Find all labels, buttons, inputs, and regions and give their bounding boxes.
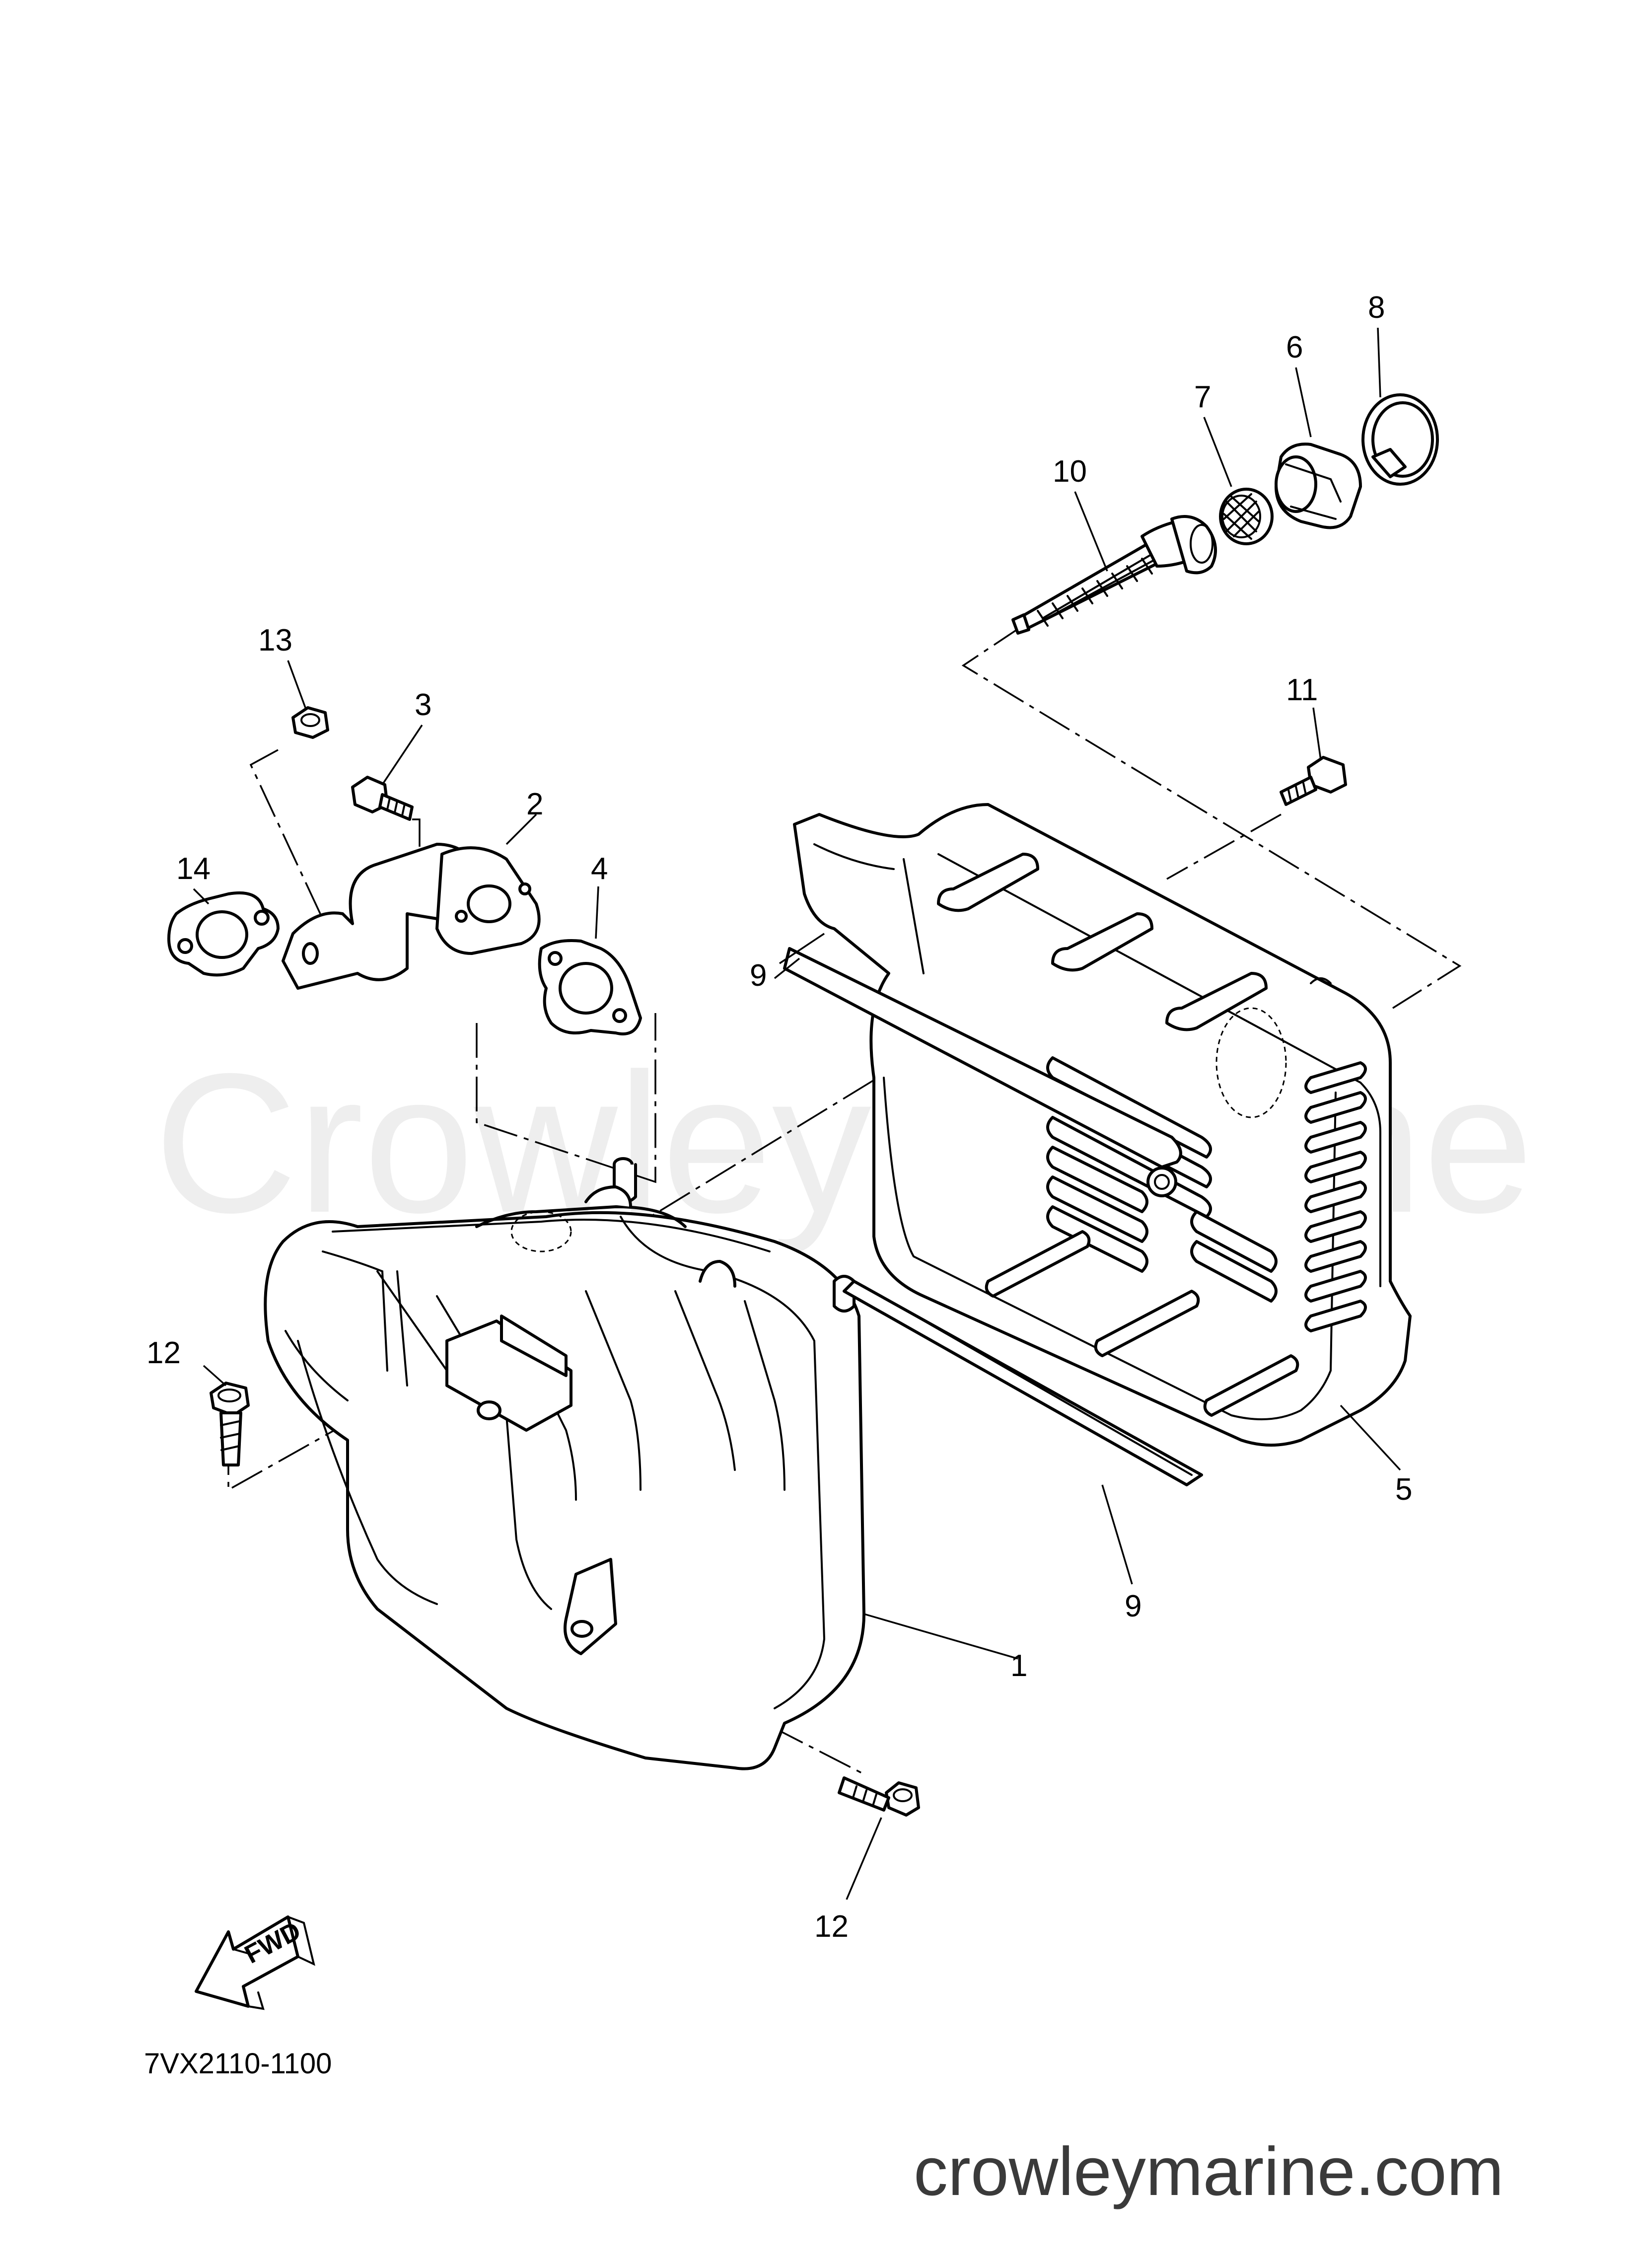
callout-1[interactable]: 1 — [1010, 1649, 1027, 1683]
diagram-code: 7VX2110-1100 — [144, 2048, 332, 2080]
callout-9-upper[interactable]: 9 — [750, 958, 767, 993]
callout-6[interactable]: 6 — [1286, 330, 1303, 365]
callout-4[interactable]: 4 — [591, 852, 608, 886]
callout-10[interactable]: 10 — [1053, 454, 1087, 489]
part-11-bolt — [1280, 756, 1347, 806]
callout-11[interactable]: 11 — [1286, 673, 1318, 707]
fwd-arrow-icon: FWD — [195, 1915, 315, 2010]
part-8-clamp — [1361, 393, 1439, 486]
part-4-gasket — [538, 939, 642, 1035]
callout-14[interactable]: 14 — [176, 852, 211, 886]
callout-8[interactable]: 8 — [1368, 291, 1385, 325]
callout-12-lower[interactable]: 12 — [814, 1909, 849, 1944]
callout-13[interactable]: 13 — [258, 623, 292, 658]
part-3-bolt — [351, 776, 414, 821]
callout-9-lower[interactable]: 9 — [1125, 1589, 1142, 1623]
part-13-nut — [291, 706, 329, 739]
callout-5[interactable]: 5 — [1395, 1472, 1412, 1507]
part-12-bolt-upper — [210, 1382, 250, 1466]
part-9-strips — [783, 947, 1203, 1486]
part-6-collar — [1275, 442, 1362, 529]
callout-7[interactable]: 7 — [1194, 380, 1211, 414]
site-url[interactable]: crowleymarine.com — [914, 2133, 1504, 2210]
leader-lines — [193, 327, 1401, 1900]
callout-3[interactable]: 3 — [415, 688, 431, 722]
part-12-bolt-lower — [838, 1776, 920, 1817]
part-2-elbow — [282, 843, 541, 990]
part-10-screen — [1011, 515, 1217, 635]
part-7-disc — [1219, 488, 1274, 545]
callouts: 1 2 3 4 5 6 7 8 9 9 10 11 12 12 13 14 — [146, 291, 1412, 1944]
part-14-gasket — [167, 891, 280, 977]
callout-2[interactable]: 2 — [526, 787, 543, 821]
part-1-muffler — [264, 1157, 865, 1770]
callout-12-upper[interactable]: 12 — [146, 1336, 181, 1370]
